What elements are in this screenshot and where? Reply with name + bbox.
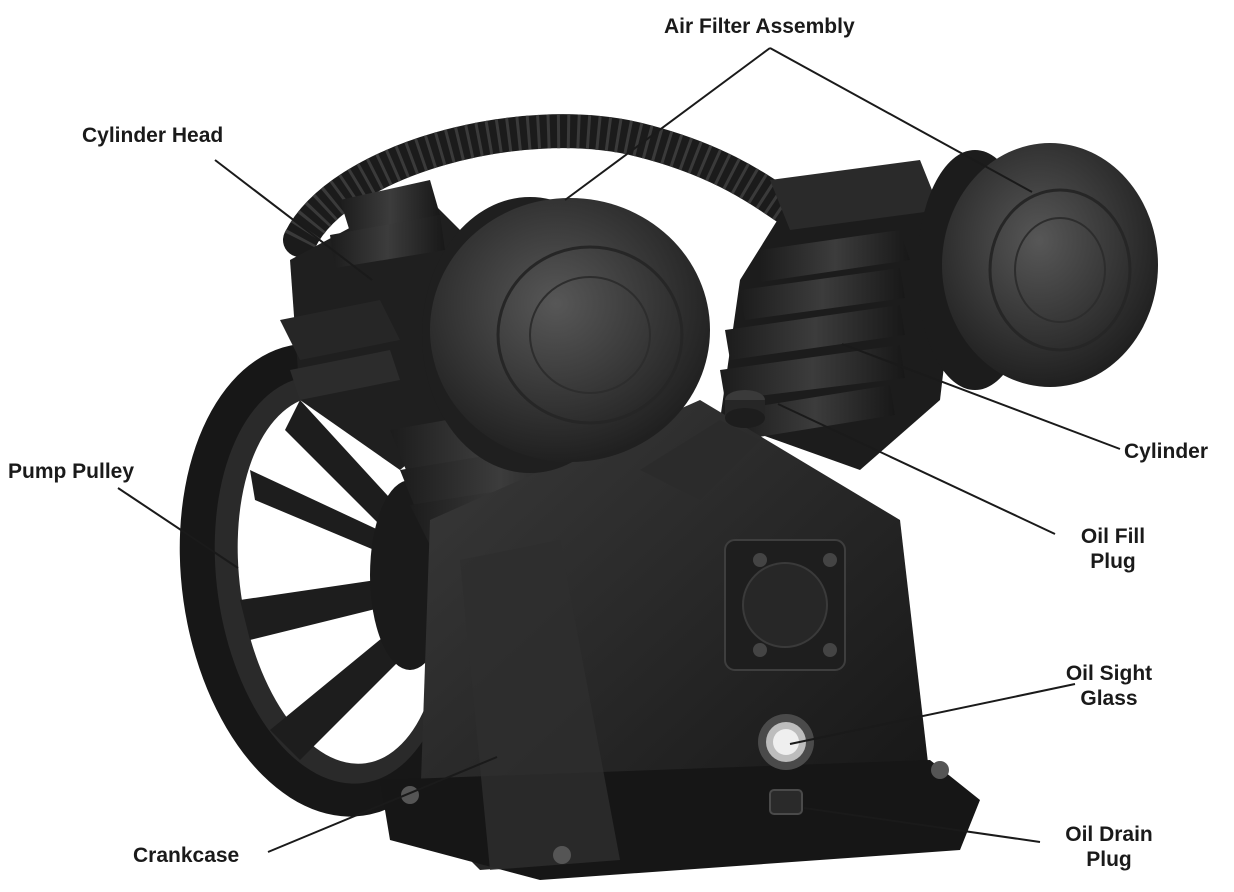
label-oil-drain-plug-line1: Oil Drain — [1065, 823, 1153, 846]
leader-oil-drain-plug — [803, 807, 1041, 843]
label-oil-fill-plug-line1: Oil Fill — [1080, 525, 1146, 548]
label-pump-pulley: Pump Pulley — [8, 460, 135, 483]
right-cylinder-shape — [720, 160, 960, 470]
label-crankcase: Crankcase — [133, 844, 240, 867]
leader-air-filter-right — [769, 47, 1033, 193]
leader-pump-pulley — [117, 487, 239, 569]
oil-fill-plug-shape — [725, 390, 765, 428]
label-oil-fill-plug: Oil Fill Plug — [1058, 524, 1168, 574]
leader-cylinder — [841, 343, 1121, 450]
label-cylinder: Cylinder — [1124, 440, 1209, 463]
label-oil-sight-glass-line1: Oil Sight — [1065, 662, 1153, 685]
leader-oil-sight-glass — [789, 683, 1076, 745]
label-air-filter-assembly: Air Filter Assembly — [664, 15, 855, 38]
label-oil-drain-plug: Oil Drain Plug — [1044, 822, 1174, 872]
leader-crankcase — [267, 756, 498, 853]
right-air-filter-shape — [917, 143, 1158, 390]
leader-air-filter-left — [564, 47, 771, 201]
label-oil-drain-plug-line2: Plug — [1086, 848, 1132, 871]
oil-sight-glass-shape — [758, 714, 814, 770]
leader-cylinder-head — [214, 159, 373, 281]
left-air-filter-shape — [422, 197, 710, 473]
label-oil-fill-plug-line2: Plug — [1090, 550, 1136, 573]
label-oil-sight-glass-line2: Glass — [1080, 687, 1138, 710]
label-cylinder-head: Cylinder Head — [82, 124, 224, 147]
label-oil-sight-glass: Oil Sight Glass — [1044, 661, 1174, 711]
leader-oil-fill-plug — [777, 403, 1056, 535]
left-cylinder-shape — [280, 180, 610, 545]
oil-drain-plug-shape — [769, 789, 803, 815]
hose-shape — [283, 114, 807, 257]
